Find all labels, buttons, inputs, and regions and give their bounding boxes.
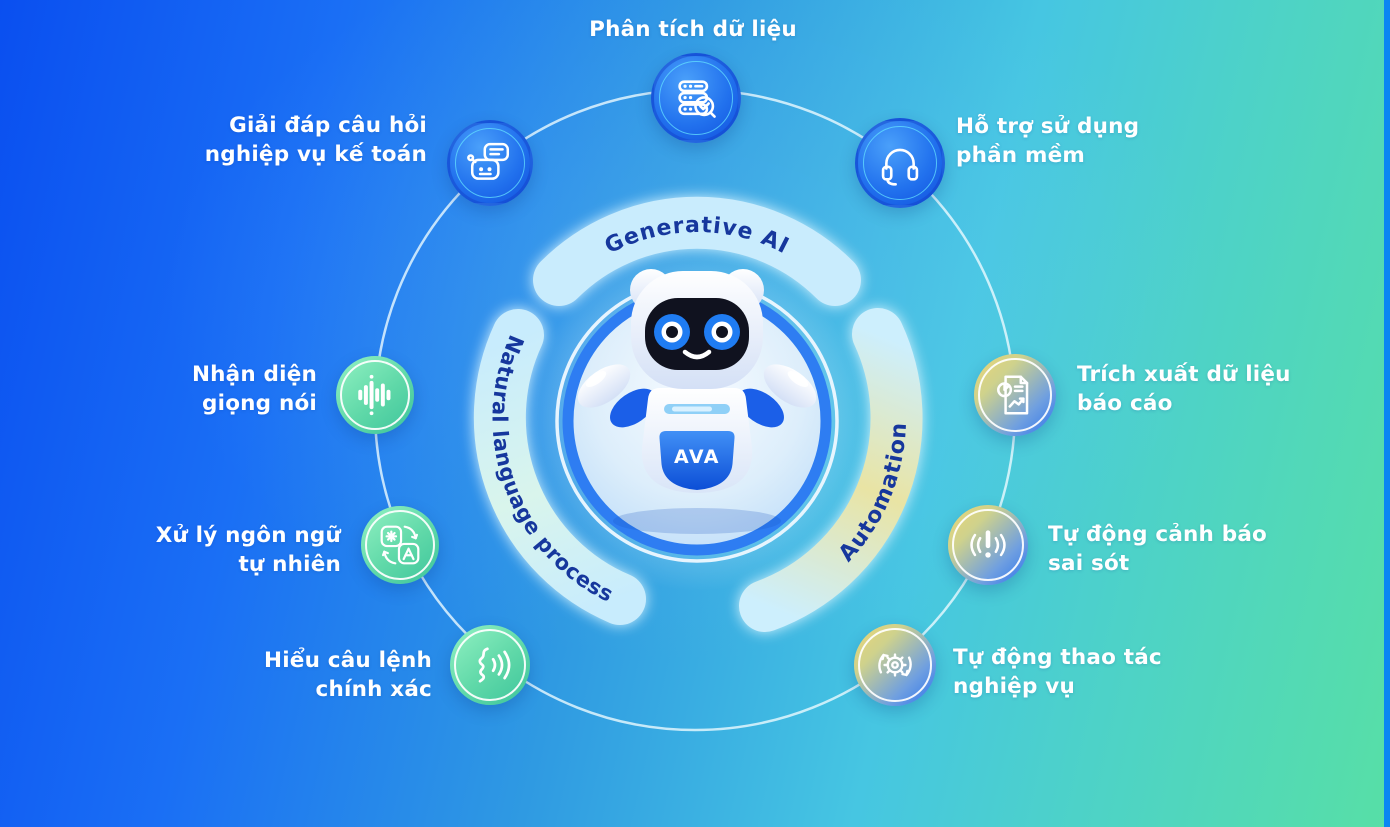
feature-label-auto-operations: Tự động thao tác nghiệp vụ	[953, 645, 1162, 699]
headset-icon-glyph	[881, 148, 919, 186]
chatbot-icon	[447, 120, 533, 206]
headset-icon	[855, 118, 945, 208]
feature-label-accounting-qa: Giải đáp câu hỏi nghiệp vụ kế toán	[204, 113, 427, 167]
mascot-badge	[659, 431, 735, 490]
ava-label: AVA	[674, 446, 720, 468]
translate-icon	[361, 506, 439, 584]
gear-cycle-icon	[854, 624, 936, 706]
database-search-icon-glyph	[678, 80, 716, 118]
feature-label-command-understanding: Hiểu câu lệnh chính xác	[264, 648, 432, 702]
mascot-eyes	[654, 314, 740, 350]
soundwave-icon	[336, 356, 414, 434]
report-chart-icon-glyph	[997, 375, 1029, 415]
speaking-voice-icon-glyph	[478, 647, 511, 683]
feature-label-voice-recognition: Nhận diện giọng nói	[191, 362, 317, 416]
mascot-shadow	[613, 508, 781, 534]
database-search-icon	[651, 53, 741, 143]
gear-cycle-icon-glyph	[878, 653, 912, 677]
report-chart-icon	[974, 354, 1056, 436]
speaking-voice-icon	[450, 625, 530, 705]
alert-wave-icon-glyph	[970, 530, 1006, 558]
feature-label-nlp: Xử lý ngôn ngữ tự nhiên	[155, 523, 341, 577]
right-edge-strip	[1384, 0, 1390, 827]
feature-label-report-extraction: Trích xuất dữ liệu báo cáo	[1077, 362, 1291, 416]
alert-wave-icon	[948, 505, 1028, 585]
translate-icon-glyph	[380, 525, 420, 565]
ava-mascot: AVA	[577, 269, 817, 534]
mascot-smile	[682, 349, 712, 360]
mascot-arms	[577, 364, 817, 428]
soundwave-icon-glyph	[358, 374, 391, 416]
mascot-chest-highlight	[672, 406, 712, 412]
feature-label-data-analysis: Phân tích dữ liệu	[589, 17, 797, 42]
chatbot-icon-glyph	[467, 142, 510, 180]
mascot-head	[630, 269, 764, 389]
feature-label-error-alert: Tự động cảnh báo sai sót	[1048, 522, 1268, 576]
feature-label-software-support: Hỗ trợ sử dụng phần mềm	[956, 114, 1140, 168]
